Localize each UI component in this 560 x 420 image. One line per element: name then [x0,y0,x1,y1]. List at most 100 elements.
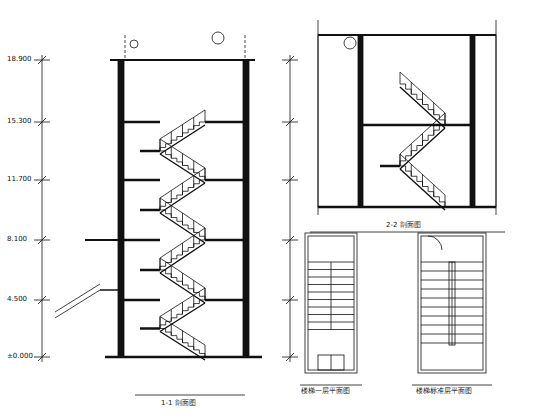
stroke [38,118,46,126]
stroke [433,123,434,135]
stroke [188,307,194,308]
stroke [205,179,243,182]
stroke [171,206,172,218]
stroke [423,140,429,141]
stroke [308,329,354,330]
stroke [421,307,483,308]
stroke [205,228,206,240]
stroke [160,183,205,213]
stroke [177,314,183,315]
stroke [160,228,205,258]
stroke [165,263,166,267]
stroke [160,258,205,288]
stroke [171,266,172,278]
stroke [199,122,205,123]
stroke [124,179,160,182]
stroke [171,258,177,259]
stroke [38,176,46,184]
stroke [188,248,189,252]
stroke [286,118,294,126]
stroke [421,298,483,299]
stroke [171,191,172,203]
stroke [176,255,177,259]
stroke [183,310,189,311]
stroke [124,121,160,124]
stroke [160,332,205,361]
elevation-mark: 4.500 [6,296,28,304]
stroke [177,161,183,162]
stroke [160,324,166,325]
stroke [124,299,160,302]
drawing-title: 楼梯一层平面图 [300,388,351,396]
stroke [160,317,161,329]
stroke [171,146,172,158]
stroke [199,293,200,297]
stroke [176,278,177,282]
stroke [400,72,401,84]
stroke [171,251,172,263]
stroke [439,119,445,120]
stroke [417,99,423,100]
stroke [188,129,189,133]
stroke [193,221,194,233]
stroke [193,176,194,188]
stroke [177,195,183,196]
stroke [193,281,194,293]
stroke [205,345,206,357]
stroke [165,151,166,155]
stroke [433,103,434,115]
stroke [205,228,206,240]
stroke [160,213,205,243]
stroke [188,346,194,347]
stroke [188,166,189,170]
stroke [428,105,429,110]
stroke [160,288,205,317]
stroke [160,303,205,332]
stroke [182,125,183,137]
stroke [188,343,189,347]
stroke [160,243,205,273]
stroke [166,273,172,274]
stroke [421,325,483,326]
stroke [308,314,354,315]
stroke [182,273,183,285]
stroke [439,197,440,202]
stroke [183,225,189,226]
stroke [166,154,172,155]
stroke [400,154,401,166]
stroke [160,317,161,329]
stroke [160,139,161,151]
stroke [423,104,429,105]
stroke [205,121,243,124]
stroke [205,288,206,300]
stroke [160,139,205,168]
stroke [422,93,423,105]
stroke [417,181,423,182]
stroke [308,284,354,285]
stroke [182,213,183,225]
stroke [445,195,446,207]
elevation-mark: 15.300 [6,118,33,126]
stroke [194,232,200,233]
stroke [422,175,423,187]
stroke [171,335,177,336]
stroke [434,196,440,197]
stroke [165,321,166,325]
stroke [165,144,166,148]
stroke [188,247,194,248]
stroke [183,191,189,192]
stroke [166,202,172,203]
stroke [177,221,183,222]
stroke [400,154,401,166]
stroke [194,125,200,126]
stroke [445,113,446,125]
stroke [182,243,183,255]
stroke [182,154,183,166]
stroke [188,129,194,130]
stroke [183,251,189,252]
stroke [38,236,46,244]
stroke [428,109,434,110]
stroke [199,300,200,304]
elevation-mark: 18.900 [6,56,33,64]
